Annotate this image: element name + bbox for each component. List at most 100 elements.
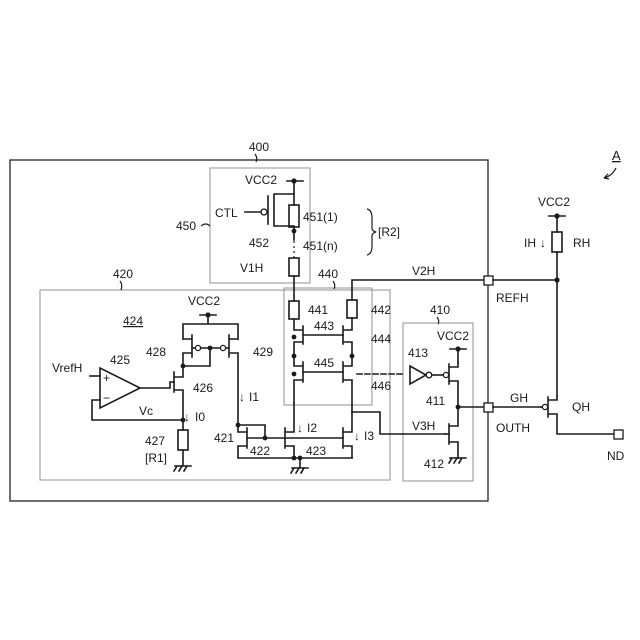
i1-label: I1 [249, 390, 259, 404]
bubble-qh [542, 404, 547, 409]
label-429: 429 [253, 345, 273, 359]
resistor-442 [347, 300, 357, 318]
ih-arrow: ↓ [540, 236, 546, 250]
label-442: 442 [371, 303, 391, 317]
label-426: 426 [193, 381, 213, 395]
bubble-429 [220, 345, 225, 350]
i3-label: I3 [364, 429, 374, 443]
label-445: 445 [314, 356, 334, 370]
bubble-411 [443, 372, 448, 377]
vrefh-label: VrefH [52, 361, 82, 375]
label-423: 423 [306, 444, 326, 458]
i2-arrow: ↓ [297, 421, 303, 435]
label-443: 443 [314, 319, 334, 333]
node-445 [292, 372, 297, 377]
leader-450 [201, 224, 210, 226]
vcc2-ext-label: VCC2 [538, 195, 570, 209]
i1-arrow: ↓ [239, 390, 245, 404]
i3-arrow: ↓ [354, 429, 360, 443]
block-400-outline [10, 160, 488, 501]
node-421 [236, 423, 241, 428]
buffer-413-bubble [426, 372, 432, 378]
terminal-refh [484, 276, 493, 285]
label-413: 413 [408, 346, 428, 360]
terminal-outh [484, 403, 493, 412]
mos-428 [183, 335, 192, 366]
label-410: 410 [430, 303, 450, 317]
resistor-451-n [289, 258, 299, 276]
label-428: 428 [146, 345, 166, 359]
label-451-1: 451(1) [303, 210, 338, 224]
node-444-446 [350, 354, 355, 359]
v3h-label: V3H [412, 419, 435, 433]
ground-412 [449, 458, 466, 463]
label-421: 421 [214, 431, 234, 445]
label-411: 411 [426, 394, 445, 408]
ground-427 [174, 450, 191, 471]
vcc2-420-label: VCC2 [188, 294, 220, 308]
vcc2-410-wire [450, 349, 466, 362]
vcc2-450-wire [287, 181, 303, 205]
label-r1: [R1] [145, 451, 167, 465]
vcc2-410-label: VCC2 [437, 329, 469, 343]
v1h-label: V1H [240, 261, 263, 275]
block-420-outline [40, 290, 390, 480]
refh-label: REFH [496, 291, 529, 305]
mos-446 [343, 356, 352, 412]
switch-452-wires [274, 194, 294, 226]
label-422: 422 [250, 444, 270, 458]
resistor-rh [552, 232, 562, 252]
vcc2-450-label: VCC2 [245, 173, 277, 187]
opamp-minus: − [103, 391, 110, 405]
label-420: 420 [113, 267, 133, 281]
i0-label: I0 [195, 410, 205, 424]
vcc2-ext-wire [549, 216, 565, 232]
label-451-n: 451(n) [303, 239, 338, 253]
mos-412 [449, 407, 458, 458]
label-444: 444 [371, 332, 391, 346]
mos-445 [294, 356, 303, 403]
bubble-428 [195, 345, 200, 350]
switch-452-bubble [261, 209, 267, 215]
nd-label: ND [607, 449, 625, 463]
terminal-nd [614, 430, 623, 439]
gh-label: GH [510, 391, 528, 405]
node-mirror [263, 436, 268, 441]
label-446: 446 [371, 379, 391, 393]
mos-411 [449, 362, 458, 407]
node-451 [292, 229, 297, 234]
mos-444 [343, 318, 352, 356]
mos-422 [285, 403, 294, 458]
node-443-445 [292, 354, 297, 359]
node-gnd-422 [292, 456, 297, 461]
label-440: 440 [318, 267, 338, 281]
i2-label: I2 [307, 421, 317, 435]
label-424: 424 [123, 314, 143, 328]
qh-label: QH [572, 400, 590, 414]
label-412: 412 [424, 457, 444, 471]
ctl-label: CTL [215, 206, 238, 220]
label-400: 400 [249, 140, 269, 154]
v2h-label: V2H [412, 264, 435, 278]
leader-400 [255, 154, 257, 162]
opamp-plus: + [103, 371, 110, 385]
resistor-451-1 [289, 205, 299, 227]
label-427: 427 [145, 434, 165, 448]
label-452: 452 [249, 236, 269, 250]
mos-429 [229, 335, 238, 425]
label-r2: [R2] [378, 225, 400, 239]
opamp-out-wire [140, 382, 174, 388]
i0-arrow: ↓ [184, 410, 190, 424]
vc-label: Vc [139, 404, 153, 418]
rh-label: RH [573, 236, 590, 250]
label-425: 425 [110, 353, 130, 367]
buffer-413 [410, 366, 426, 384]
label-441: 441 [308, 303, 328, 317]
label-450: 450 [176, 219, 196, 233]
resistor-441 [289, 301, 299, 319]
bracket-r2 [367, 209, 376, 255]
node-443 [292, 335, 297, 340]
ih-label: IH [524, 236, 536, 250]
mos-423 [343, 412, 352, 458]
